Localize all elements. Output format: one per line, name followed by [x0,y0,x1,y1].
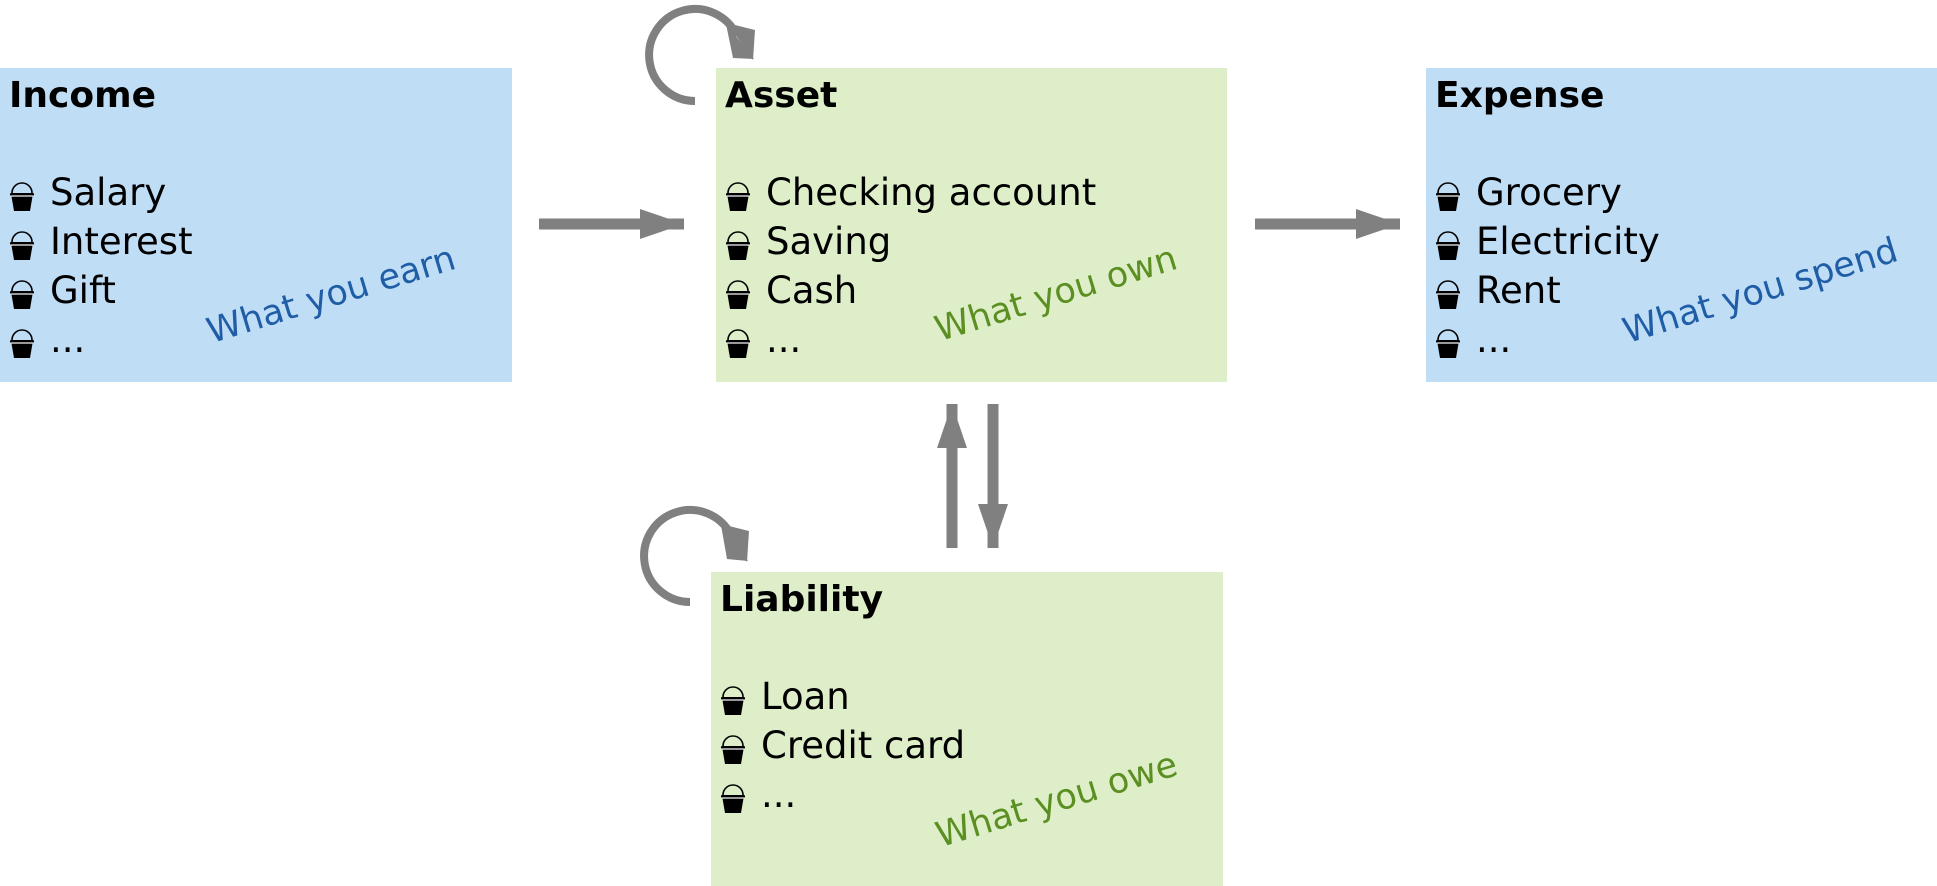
income-tagline: What you earn [202,238,461,352]
list-item: Rent [1435,266,1660,315]
bucket-icon [725,325,751,358]
expense-box: Expense Grocery Electricity Rent ... Wha… [1426,68,1937,382]
list-item: Checking account [725,168,1096,217]
income-title: Income [9,75,157,116]
bucket-icon [725,227,751,260]
expense-tagline: What you spend [1618,230,1903,352]
list-item: Interest [9,217,193,266]
bucket-icon [1435,276,1461,309]
list-item: Gift [9,266,193,315]
bucket-icon [9,178,35,211]
expense-items: Grocery Electricity Rent ... [1435,168,1660,364]
bucket-icon [720,731,746,764]
bucket-icon [9,227,35,260]
list-item: ... [1435,315,1660,364]
bucket-icon [9,325,35,358]
liability-title: Liability [720,579,884,620]
list-item: ... [720,770,965,819]
income-box: Income Salary Interest Gift ... What you… [0,68,512,382]
bucket-icon [725,276,751,309]
bucket-icon [720,682,746,715]
expense-title: Expense [1435,75,1605,116]
asset-title: Asset [725,75,838,116]
liability-box: Liability Loan Credit card ... What you … [711,572,1223,886]
asset-box: Asset Checking account Saving Cash ... W… [716,68,1227,382]
list-item: ... [9,315,193,364]
list-item: ... [725,315,1096,364]
bucket-icon [1435,227,1461,260]
bucket-icon [9,276,35,309]
asset-items: Checking account Saving Cash ... [725,168,1096,364]
liability-items: Loan Credit card ... [720,672,965,819]
list-item: Loan [720,672,965,721]
income-items: Salary Interest Gift ... [9,168,193,364]
list-item: Cash [725,266,1096,315]
list-item: Credit card [720,721,965,770]
bucket-icon [1435,178,1461,211]
list-item: Saving [725,217,1096,266]
list-item: Salary [9,168,193,217]
list-item: Electricity [1435,217,1660,266]
bucket-icon [725,178,751,211]
liability-tagline: What you owe [931,744,1183,856]
bucket-icon [1435,325,1461,358]
list-item: Grocery [1435,168,1660,217]
bucket-icon [720,780,746,813]
